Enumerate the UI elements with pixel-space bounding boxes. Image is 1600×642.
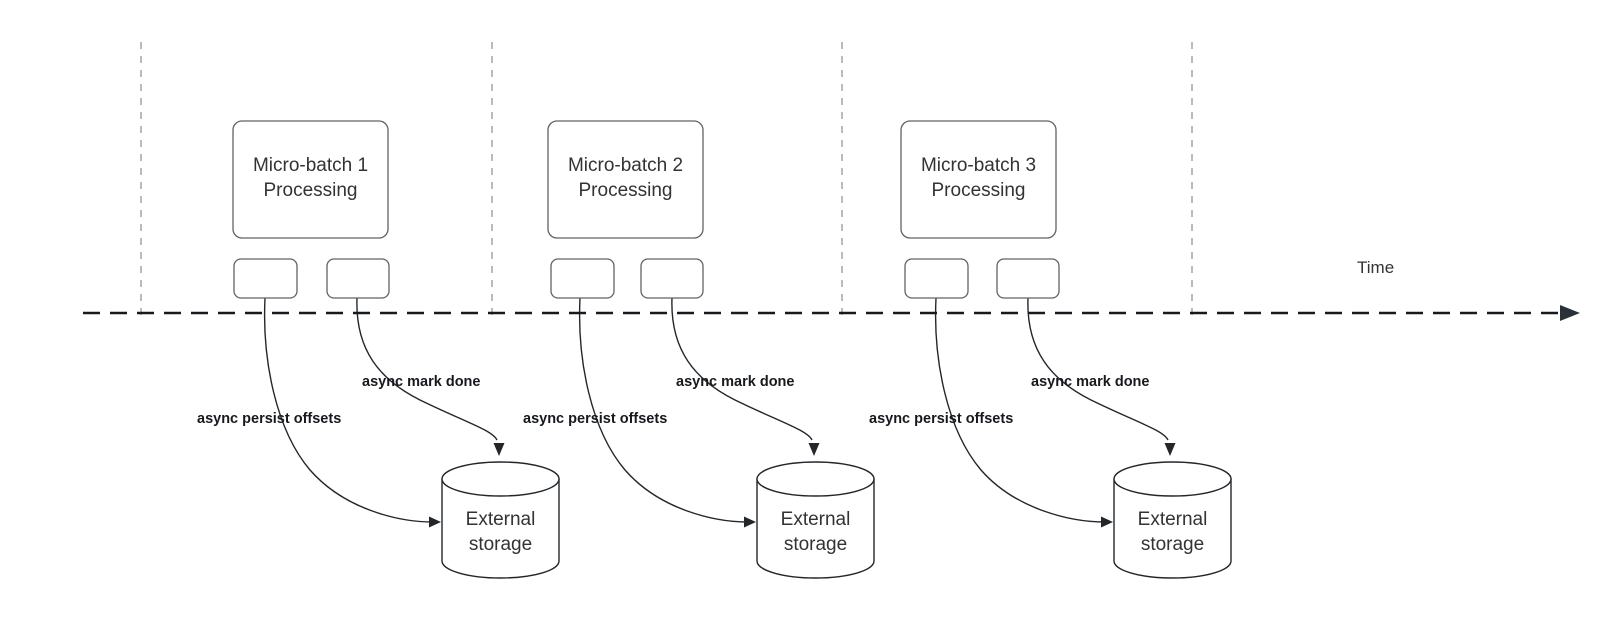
async-persist-offsets-edge-arrowhead [1101,516,1113,528]
async-mark-done-edge-arrowhead [1164,443,1176,456]
external-storage-label-line1-3: External [1138,509,1208,530]
external-storage-cylinder-2[interactable]: External storage [756,461,875,579]
time-axis-label: Time [1357,258,1394,277]
external-storage-cylinder-3[interactable]: External storage [1113,461,1232,579]
async-edges [263,297,1176,528]
timeline-arrowhead [1560,305,1580,321]
micro-batch-label-line1-2: Micro-batch 2 [568,155,683,176]
async-mark-done-edge [671,297,813,441]
micro-batch-label-line1-3: Micro-batch 3 [921,155,1036,176]
async-persist-offsets-edge-label: async persist offsets [197,411,341,427]
task-box-left-3[interactable] [904,258,969,299]
external-storage-label-line2-2: storage [784,534,847,555]
external-storage-label-line2-1: storage [469,534,532,555]
async-mark-done-edge-label: async mark done [676,374,794,390]
diagram-labels: async persist offsets async mark done asyn… [197,258,1394,427]
async-persist-offsets-edge-arrowhead [744,516,756,528]
async-mark-done-edge-arrowhead [493,443,505,456]
micro-batch-label-line2-1: Processing [264,180,358,201]
micro-batch-box-1[interactable] [232,120,389,239]
async-persist-offsets-edge-arrowhead [429,516,441,528]
async-mark-done-edge-label: async mark done [362,374,480,390]
micro-batch-label-line2-3: Processing [932,180,1026,201]
async-persist-offsets-edge [578,297,749,523]
async-mark-done-edge-arrowhead [808,443,820,456]
timeline-ticks [140,42,1193,316]
async-persist-offsets-edge-label: async persist offsets [869,411,1013,427]
task-box-right-3[interactable] [996,258,1060,299]
micro-batch-label-line1-1: Micro-batch 1 [253,155,368,176]
async-persist-offsets-edge [263,297,434,523]
micro-batch-label-line2-2: Processing [579,180,673,201]
external-storage-cylinder-1[interactable]: External storage [441,461,560,579]
async-persist-offsets-edge-label: async persist offsets [523,411,667,427]
task-box-left-1[interactable] [233,258,298,299]
async-mark-done-edge [356,297,498,441]
external-storage-label-line2-3: storage [1141,534,1204,555]
micro-batch-box-3[interactable] [900,120,1057,239]
async-mark-done-edge-label: async mark done [1031,374,1149,390]
external-storage-label-line1-2: External [781,509,851,530]
async-persist-offsets-edge [934,297,1106,523]
timeline-axis [83,305,1580,321]
task-box-right-1[interactable] [326,258,390,299]
micro-batch-box-2[interactable] [547,120,704,239]
task-box-left-2[interactable] [550,258,615,299]
task-box-right-2[interactable] [640,258,704,299]
async-mark-done-edge [1027,297,1169,441]
external-storage-label-line1-1: External [466,509,536,530]
